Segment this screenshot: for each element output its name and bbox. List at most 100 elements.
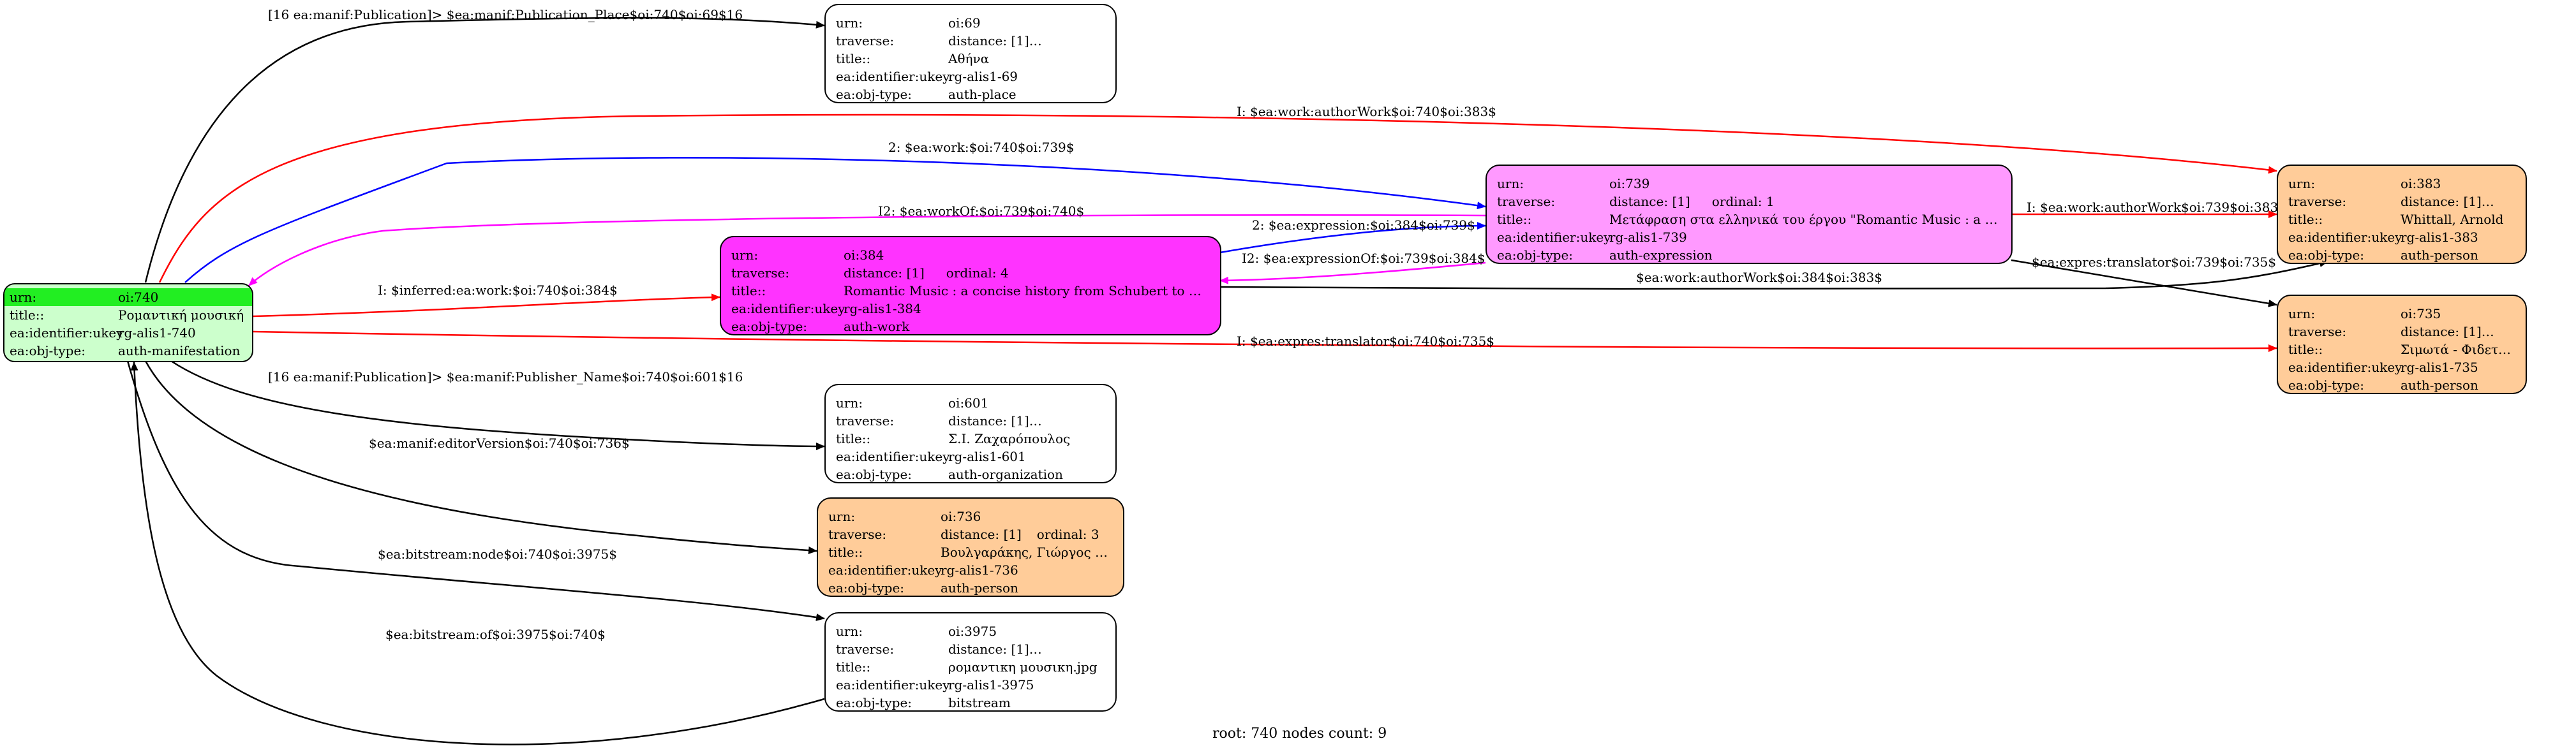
urn-value: oi:740	[118, 290, 159, 305]
title-value: ρομαντικη μουσικη.jpg	[948, 659, 1098, 675]
urn-value: oi:736	[941, 509, 981, 524]
root-urn-row: urn: oi:740	[4, 288, 252, 306]
type-key: ea:obj-type:	[836, 695, 912, 710]
node-oi-384[interactable]: urn:oi:384 traverse:distance: [1]ordinal…	[720, 236, 1221, 335]
ordinal-value: ordinal: 5	[2496, 324, 2515, 339]
node-root-740[interactable]: urn: oi:740 title::Ρομαντική μουσική ea:…	[3, 283, 253, 362]
edge-translator-740-735	[252, 330, 2277, 353]
title-key: title::	[836, 51, 871, 66]
edge-bitstream-node	[126, 360, 825, 621]
title-key: title::	[2288, 212, 2323, 227]
title-key: title::	[836, 659, 871, 675]
ukey-key: ea:identifier:ukey	[1497, 230, 1611, 245]
type-key: ea:obj-type:	[836, 87, 912, 102]
ordinal-value: ordinal: 3	[1036, 527, 1099, 542]
type-value: auth-person	[2401, 378, 2478, 393]
distance-value: distance: [1]	[948, 33, 1029, 48]
edge-label-publication-place: [16 ea:manif:Publication]> $ea:manif:Pub…	[268, 7, 743, 22]
edge-label-bitstream-of: $ea:bitstream:of$oi:3975$oi:740$	[385, 627, 606, 642]
title-value: Μετάφραση στα ελληνικά του έργου "Romant…	[1609, 212, 2001, 227]
type-key: ea:obj-type:	[10, 343, 86, 358]
edge-label-author-work-384-383: $ea:work:authorWork$oi:384$oi:383$	[1636, 270, 1882, 285]
urn-value: oi:69	[948, 15, 981, 31]
ordinal-value: ordinal: 1	[1711, 194, 1775, 209]
edge-work-740-739	[184, 157, 1486, 283]
type-key: ea:obj-type:	[828, 580, 905, 596]
edge-author-work-740-383	[158, 114, 2277, 283]
ukey-value: rg-alis1-735	[2401, 360, 2478, 375]
title-value: Βουλγαράκης, Γιώργος Δαμ.	[941, 545, 1113, 560]
urn-key: urn:	[2288, 176, 2316, 191]
type-value: bitstream	[948, 695, 1011, 710]
ukey-value: rg-alis1-740	[118, 325, 196, 341]
urn-value: oi:383	[2401, 176, 2441, 191]
edge-label-publisher-name: [16 ea:manif:Publication]> $ea:manif:Pub…	[268, 369, 743, 385]
ordinal-value: ordinal: 4	[946, 265, 1009, 281]
ukey-key: ea:identifier:ukey	[836, 677, 950, 693]
distance-value: distance: [1]	[2401, 324, 2482, 339]
urn-key: urn:	[836, 624, 863, 639]
distance-value: distance: [1]	[844, 265, 925, 281]
type-value: auth-work	[844, 319, 910, 334]
urn-value: oi:739	[1609, 176, 1650, 191]
type-key: ea:obj-type:	[2288, 378, 2365, 393]
type-key: ea:obj-type:	[2288, 247, 2365, 263]
ukey-key: ea:identifier:ukey	[2288, 360, 2402, 375]
urn-key: urn:	[2288, 306, 2316, 321]
urn-key: urn:	[731, 247, 759, 263]
ordinal-value: ordinal: 2	[1050, 642, 1105, 657]
traverse-key: traverse:	[836, 413, 895, 429]
type-value: auth-place	[948, 87, 1016, 102]
edge-label-expression-384-739: 2: $ea:expression:$oi:384$oi:739$	[1252, 217, 1475, 233]
node-oi-383[interactable]: urn:oi:383 traverse:distance: [1]ordinal…	[2277, 165, 2527, 264]
title-key: title::	[1497, 212, 1532, 227]
edge-expression-384-739	[1219, 222, 1486, 254]
ukey-key: ea:identifier:ukey	[828, 562, 942, 578]
graph-footer: root: 740 nodes count: 9	[1212, 726, 1387, 742]
title-key: title::	[828, 545, 863, 560]
urn-key: urn:	[1497, 176, 1524, 191]
node-oi-739[interactable]: urn:oi:739 traverse:distance: [1]ordinal…	[1485, 165, 2013, 264]
edge-expressionof-739-384	[1219, 261, 1486, 284]
node-oi-735[interactable]: urn: oi:735 traverse: distance: [1] ordinal…	[2277, 295, 2527, 394]
edge-label-workof-739-740: I2: $ea:workOf:$oi:739$oi:740$	[878, 203, 1084, 219]
type-key: ea:obj-type:	[1497, 247, 1574, 263]
ukey-key: ea:identifier:ukey	[836, 69, 950, 84]
urn-value: oi:735	[2401, 306, 2441, 321]
urn-value: oi:3975	[948, 624, 997, 639]
node-oi-69[interactable]: urn:oi:69 traverse:distance: [1]ordinal:…	[824, 4, 1117, 103]
ukey-key: ea:identifier:ukey	[836, 449, 950, 464]
ukey-value: rg-alis1-384	[844, 301, 921, 316]
type-value: auth-person	[2401, 247, 2478, 263]
edge-label-work-740-739: 2: $ea:work:$oi:740$oi:739$	[888, 140, 1075, 155]
edge-label-bitstream-node: $ea:bitstream:node$oi:740$oi:3975$	[378, 546, 617, 562]
edge-label-editor-version: $ea:manif:editorVersion$oi:740$oi:736$	[369, 436, 630, 451]
traverse-key: traverse:	[1497, 194, 1556, 209]
type-value: auth-organization	[948, 467, 1063, 482]
traverse-key: traverse:	[731, 265, 790, 281]
ukey-value: rg-alis1-383	[2401, 230, 2478, 245]
type-value: auth-person	[941, 580, 1018, 596]
type-key: ea:obj-type:	[731, 319, 808, 334]
ukey-key: ea:identifier:ukey	[10, 325, 124, 341]
node-oi-736[interactable]: urn:oi:736 traverse:distance: [1]ordinal…	[817, 497, 1124, 597]
ukey-value: rg-alis1-736	[941, 562, 1018, 578]
ukey-key: ea:identifier:ukey	[731, 301, 845, 316]
traverse-key: traverse:	[2288, 324, 2347, 339]
ukey-value: rg-alis1-739	[1609, 230, 1687, 245]
traverse-key: traverse:	[836, 642, 895, 657]
title-value: Romantic Music : a concise history from …	[844, 283, 1210, 298]
edge-label-inferred-work-740-384: I: $inferred:ea:work:$oi:740$oi:384$	[378, 282, 618, 298]
distance-value: distance: [1]	[948, 642, 1029, 657]
ukey-value: rg-alis1-3975	[948, 677, 1034, 693]
edge-inferred-work-740-384	[252, 293, 720, 318]
title-key: title::	[2288, 342, 2323, 357]
type-value: auth-expression	[1609, 247, 1713, 263]
title-key: title::	[836, 431, 871, 446]
node-oi-601[interactable]: urn:oi:601 traverse:distance: [1]ordinal…	[824, 384, 1117, 483]
type-key: ea:obj-type:	[836, 467, 912, 482]
node-oi-3975[interactable]: urn: oi:3975 traverse: distance: [1] ordina…	[824, 612, 1117, 712]
title-value: Σ.Ι. Ζαχαρόπουλος	[948, 431, 1071, 446]
title-key: title::	[731, 283, 766, 298]
